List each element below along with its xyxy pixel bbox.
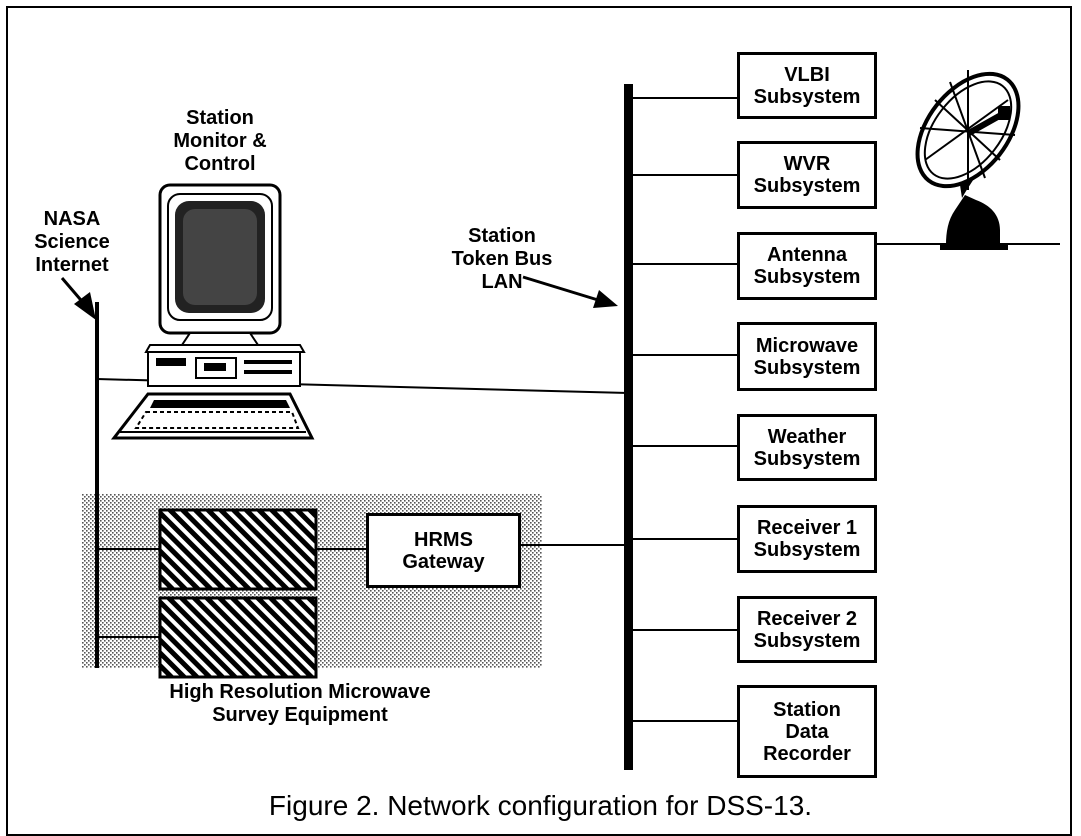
figure-caption: Figure 2. Network configuration for DSS-…	[268, 790, 813, 821]
subsystem-box-weather: Weather Subsystem	[737, 414, 877, 481]
subsystem-box-microwave: Microwave Subsystem	[737, 322, 877, 391]
nasa-arrow	[60, 277, 96, 320]
station-monitor-control-label: Station Monitor & Control	[173, 107, 267, 175]
token-bus-bar	[624, 84, 633, 770]
hrms-connectors	[97, 544, 628, 638]
station-token-bus-lan-label: Station Token Bus LAN	[451, 225, 553, 293]
computer-icon	[110, 183, 315, 440]
token-bus-arrow	[522, 275, 618, 308]
antenna-dish-icon	[915, 70, 1021, 250]
subsystem-box-receiver-1: Receiver 1 Subsystem	[737, 505, 877, 573]
subsystem-box-vlbi: VLBI Subsystem	[737, 52, 877, 119]
subsystem-box-data-recorder: Station Data Recorder	[737, 685, 877, 778]
bus-connectors	[628, 97, 737, 722]
hrms-equipment-label: High Resolution Microwave Survey Equipme…	[169, 681, 431, 726]
hrms-hatched-box-1	[158, 508, 318, 591]
hrms-gateway-box: HRMS Gateway	[366, 513, 521, 588]
subsystem-box-antenna: Antenna Subsystem	[737, 232, 877, 300]
nasa-science-internet-label: NASA Science Internet	[34, 208, 110, 276]
hrms-hatched-box-2	[158, 596, 318, 679]
subsystem-box-receiver-2: Receiver 2 Subsystem	[737, 596, 877, 663]
subsystem-box-wvr: WVR Subsystem	[737, 141, 877, 209]
